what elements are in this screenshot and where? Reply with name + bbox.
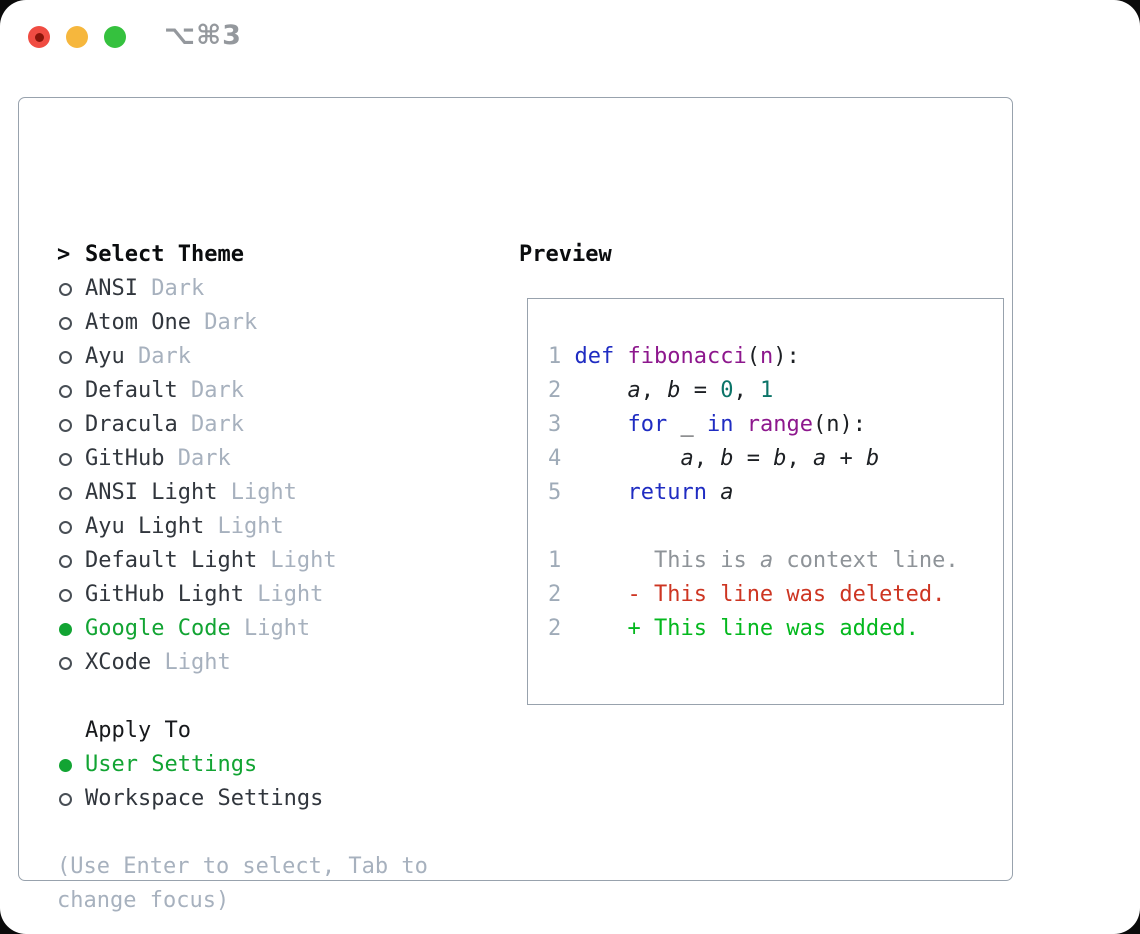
spacer — [57, 680, 487, 714]
apply-to-title: Apply To — [85, 718, 191, 743]
theme-option-google-code[interactable]: Google Code Light — [57, 612, 487, 646]
radio-icon — [59, 282, 72, 296]
theme-option-ansi-light[interactable]: ANSI Light Light — [57, 476, 487, 510]
apply-option-user-settings[interactable]: User Settings — [57, 748, 487, 782]
code-line: 5 return a — [548, 480, 734, 505]
select-theme-header: > Select Theme — [57, 238, 487, 272]
code-line — [548, 510, 1003, 544]
theme-variant-tag: Dark — [124, 344, 191, 369]
theme-option-atom-one[interactable]: Atom One Dark — [57, 306, 487, 340]
theme-variant-tag: Light — [243, 582, 324, 607]
theme-option-label: XCode — [85, 650, 152, 675]
theme-option-label: Google Code — [85, 616, 231, 641]
theme-variant-tag: Dark — [177, 378, 244, 403]
minimize-button[interactable] — [66, 26, 88, 48]
radio-icon — [59, 554, 72, 568]
apply-to-header: Apply To — [57, 714, 487, 748]
theme-option-label: GitHub Light — [85, 582, 244, 607]
keyboard-hint: (Use Enter to select, Tab to change focu… — [57, 854, 428, 913]
theme-option-default-light[interactable]: Default Light Light — [57, 544, 487, 578]
theme-option-label: Ayu — [85, 344, 125, 369]
code-line: 3 for _ in range(n): — [548, 412, 866, 437]
theme-option-github-light[interactable]: GitHub Light Light — [57, 578, 487, 612]
radio-selected-icon — [59, 622, 72, 636]
theme-option-dracula[interactable]: Dracula Dark — [57, 408, 487, 442]
radio-icon — [59, 316, 72, 330]
close-button[interactable] — [28, 26, 50, 48]
radio-icon — [59, 656, 72, 670]
radio-icon — [59, 384, 72, 398]
radio-icon — [59, 520, 72, 534]
theme-variant-tag: Light — [257, 548, 337, 573]
code-line: 1 def fibonacci(n): — [548, 344, 800, 369]
theme-option-label: Ayu Light — [85, 514, 205, 539]
apply-option-workspace-settings[interactable]: Workspace Settings — [57, 782, 487, 816]
code-line: 2 a, b = 0, 1 — [548, 378, 774, 403]
theme-option-label: GitHub — [85, 446, 165, 471]
theme-variant-tag: Dark — [164, 446, 231, 471]
select-theme-title: Select Theme — [85, 242, 244, 267]
code-line: 2 - This line was deleted. — [548, 582, 946, 607]
radio-icon — [59, 418, 72, 432]
theme-variant-tag: Dark — [177, 412, 244, 437]
theme-option-default[interactable]: Default Dark — [57, 374, 487, 408]
apply-option-label: Workspace Settings — [85, 786, 324, 811]
theme-variant-tag: Light — [230, 616, 311, 641]
theme-variant-tag: Dark — [137, 276, 205, 301]
theme-option-label: Default — [85, 378, 178, 403]
zoom-button[interactable] — [104, 26, 126, 48]
code-preview: 1 def fibonacci(n): 2 a, b = 0, 1 3 for _ … — [528, 299, 1003, 646]
code-line: 1 This is a context line. — [548, 548, 959, 573]
code-line: 4 a, b = b, a + b — [548, 446, 880, 471]
radio-icon — [59, 350, 72, 364]
theme-option-label: ANSI Light — [85, 480, 218, 505]
radio-icon — [59, 486, 72, 500]
radio-selected-icon — [59, 758, 72, 772]
theme-option-label: ANSI — [85, 276, 138, 301]
theme-option-ansi[interactable]: ANSI Dark — [57, 272, 487, 306]
theme-option-ayu-light[interactable]: Ayu Light Light — [57, 510, 487, 544]
radio-icon — [59, 792, 72, 806]
window-title-shortcut: ⌥⌘3 — [164, 20, 242, 51]
focus-caret-icon: > — [57, 242, 71, 267]
preview-title: Preview — [519, 242, 612, 267]
theme-option-ayu[interactable]: Ayu Dark — [57, 340, 487, 374]
theme-variant-tag: Light — [217, 480, 297, 505]
theme-option-label: Default Light — [85, 548, 258, 573]
radio-icon — [59, 588, 72, 602]
apply-option-label: User Settings — [85, 752, 258, 777]
preview-pane: 1 def fibonacci(n): 2 a, b = 0, 1 3 for _ … — [527, 298, 1004, 705]
theme-option-label: Dracula — [85, 412, 178, 437]
theme-option-label: Atom One — [85, 310, 191, 335]
radio-icon — [59, 452, 72, 466]
theme-variant-tag: Light — [151, 650, 231, 675]
theme-variant-tag: Dark — [190, 310, 258, 335]
theme-variant-tag: Light — [204, 514, 284, 539]
theme-option-xcode[interactable]: XCode Light — [57, 646, 487, 680]
theme-option-github[interactable]: GitHub Dark — [57, 442, 487, 476]
code-line: 2 + This line was added. — [548, 616, 919, 641]
